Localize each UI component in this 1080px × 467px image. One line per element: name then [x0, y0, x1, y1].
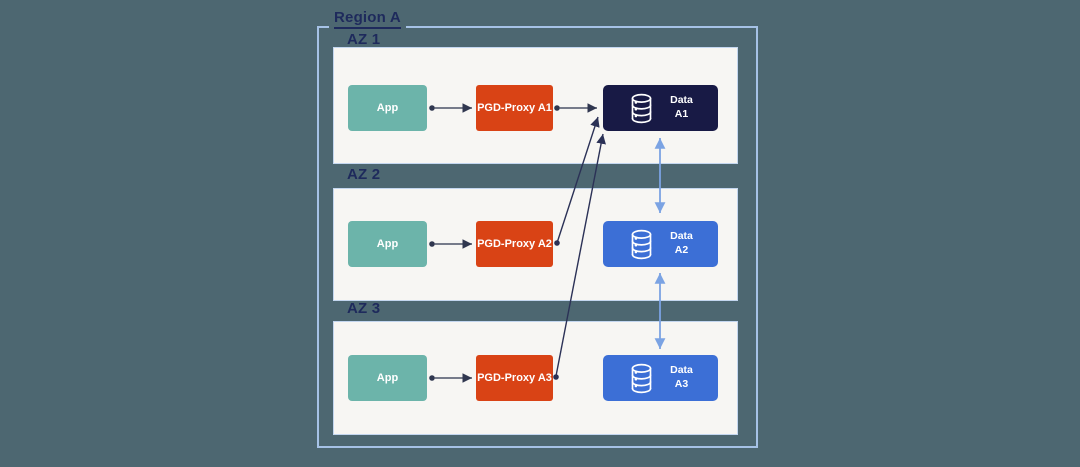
- database-icon: [631, 93, 652, 123]
- az2-label: AZ 2: [347, 166, 381, 183]
- app-node-az2: App: [348, 221, 427, 267]
- pgd-proxy-node-az1: PGD-Proxy A1: [476, 85, 553, 131]
- app-node-az2-label: App: [376, 238, 399, 250]
- region-label-text: Region A: [334, 9, 401, 29]
- pgd-proxy-node-az2-label: PGD-Proxy A2: [477, 238, 552, 250]
- data-node-az2: Data A2: [603, 221, 718, 267]
- pgd-proxy-node-az2: PGD-Proxy A2: [476, 221, 553, 267]
- az1-label: AZ 1: [347, 31, 381, 48]
- database-icon: [631, 363, 652, 393]
- data-node-az3: Data A3: [603, 355, 718, 401]
- pgd-proxy-node-az3-label: PGD-Proxy A3: [477, 372, 552, 384]
- app-node-az3: App: [348, 355, 427, 401]
- az2-container: App PGD-Proxy A2 Data: [333, 188, 738, 301]
- region-label: Region A: [329, 9, 406, 29]
- data-node-az1: Data A1: [603, 85, 718, 131]
- data-node-az3-label: Data A3: [670, 364, 693, 390]
- az1-container: App PGD-Proxy A1 Data: [333, 47, 738, 164]
- app-node-az1: App: [348, 85, 427, 131]
- pgd-proxy-node-az1-label: PGD-Proxy A1: [477, 102, 552, 114]
- data-node-az2-label: Data A2: [670, 230, 693, 256]
- az3-label: AZ 3: [347, 300, 381, 317]
- app-node-az1-label: App: [376, 102, 399, 114]
- data-node-az1-label: Data A1: [670, 94, 693, 120]
- pgd-proxy-node-az3: PGD-Proxy A3: [476, 355, 553, 401]
- az3-container: App PGD-Proxy A3 Data: [333, 321, 738, 435]
- region-container: [317, 26, 758, 448]
- database-icon: [631, 229, 652, 259]
- app-node-az3-label: App: [376, 372, 399, 384]
